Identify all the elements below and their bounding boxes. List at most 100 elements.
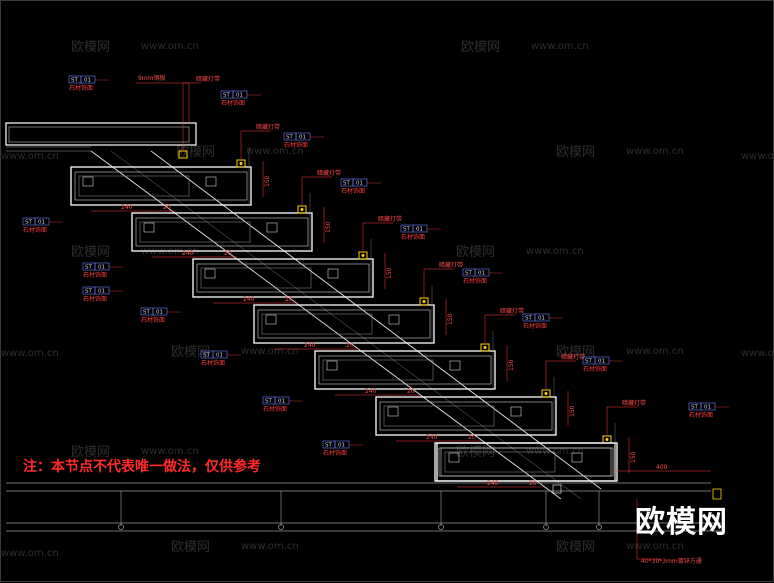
- step-steel-tube: [205, 176, 217, 187]
- material-code: ST: [71, 78, 78, 84]
- material-code: ST: [143, 310, 150, 316]
- dimension-150: 150: [386, 267, 393, 279]
- step-steel-tube: [326, 360, 338, 371]
- material-code: ST: [691, 405, 698, 411]
- dimension-240: 240: [426, 434, 438, 441]
- material-code: ST: [343, 181, 350, 187]
- support-bolt: [278, 524, 284, 530]
- material-num: 01: [356, 181, 363, 187]
- watermark-url: www.om.cn: [141, 41, 199, 52]
- material-num-box: [212, 350, 228, 359]
- material-name: 石材饰面: [341, 187, 365, 195]
- step-core: [444, 451, 556, 473]
- top-landing-slab: [5, 122, 197, 146]
- material-code: ST: [223, 93, 230, 99]
- material-num: 01: [98, 289, 105, 295]
- support-bolt: [118, 524, 124, 530]
- watermark-url: www.om.cn: [1, 151, 59, 162]
- step-core: [78, 175, 190, 197]
- step-outline: [70, 166, 252, 206]
- step-stone-facing: [257, 309, 431, 339]
- material-num: 01: [38, 220, 45, 226]
- brand-logo: 欧模网: [635, 505, 728, 540]
- step-4: [253, 297, 435, 344]
- step-steel-tube: [204, 268, 216, 279]
- light-strip-label: 暗藏灯带: [317, 169, 341, 177]
- dimension-240: 240: [182, 250, 194, 257]
- top-leader-label: 9mm钢板: [138, 74, 166, 82]
- material-code: ST: [403, 227, 410, 233]
- material-num-box: [700, 402, 716, 411]
- bottom-leader-label: 40*30*3mm镀锌方通: [641, 557, 702, 565]
- light-strip-dot: [483, 346, 487, 349]
- light-strip-dot: [300, 208, 304, 211]
- light-strip-label: 暗藏灯带: [439, 261, 463, 269]
- material-num-box: [274, 396, 290, 405]
- material-num: 01: [704, 405, 711, 411]
- support-bolt: [543, 524, 549, 530]
- material-num: 01: [216, 353, 223, 359]
- material-num-box: [94, 262, 110, 271]
- watermark-url: www.om.cn: [1, 548, 59, 559]
- watermark-url: www.om.cn: [526, 446, 584, 457]
- steel-plate-leader: [136, 82, 190, 123]
- material-name: 石材饰面: [583, 365, 607, 373]
- step-core: [139, 221, 251, 243]
- step-stone-facing: [379, 401, 553, 431]
- material-code: ST: [203, 353, 210, 359]
- watermark-url: www.om.cn: [526, 246, 584, 257]
- dimension-150: 150: [447, 313, 454, 325]
- support-bolt: [596, 524, 602, 530]
- watermark-name: 欧模网: [556, 145, 595, 160]
- support-bolt: [438, 524, 444, 530]
- step-5: [314, 343, 496, 390]
- dimension-20: 20: [163, 204, 171, 211]
- material-num-box: [352, 178, 368, 187]
- watermark-url: www.om.cn: [246, 146, 304, 157]
- material-name: 石材饰面: [221, 99, 245, 107]
- watermark-url: www.om.cn: [741, 348, 774, 359]
- step-core: [383, 405, 495, 427]
- material-name: 石材饰面: [689, 411, 713, 419]
- material-num: 01: [416, 227, 423, 233]
- light-strip-leader: [606, 406, 637, 436]
- material-num: 01: [236, 93, 243, 99]
- step-outline: [314, 350, 496, 390]
- material-code: ST: [325, 443, 332, 449]
- dimension-20: 20: [285, 296, 293, 303]
- dimension-240: 240: [121, 204, 133, 211]
- step-steel-tube: [265, 314, 277, 325]
- watermark-url: www.om.cn: [141, 446, 199, 457]
- stringer-top-edge: [90, 150, 562, 500]
- material-num: 01: [98, 265, 105, 271]
- material-num: 01: [84, 78, 91, 84]
- material-code: ST: [585, 359, 592, 365]
- material-num-box: [80, 75, 96, 84]
- material-num-box: [412, 224, 428, 233]
- dimension-20: 20: [407, 388, 415, 395]
- material-num: 01: [598, 359, 605, 365]
- step-2: [131, 205, 313, 252]
- material-num-box: [594, 356, 610, 365]
- material-num-box: [295, 132, 311, 141]
- material-name: 石材饰面: [83, 271, 107, 279]
- material-code: ST: [25, 220, 32, 226]
- step-6: [375, 389, 557, 436]
- step-stone-facing: [74, 171, 248, 201]
- dimension-240: 240: [243, 296, 255, 303]
- dimension-240: 240: [365, 388, 377, 395]
- material-num-box: [152, 307, 168, 316]
- light-strip-leader: [301, 176, 332, 206]
